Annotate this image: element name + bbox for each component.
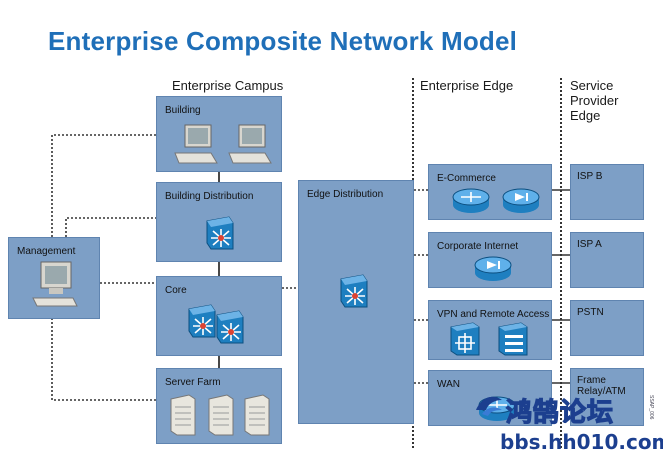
server-farm-label: Server Farm: [165, 377, 221, 388]
access-server-icon: [498, 322, 528, 356]
corporate-internet-label: Corporate Internet: [437, 241, 519, 252]
e-commerce-module[interactable]: E-Commerce: [428, 164, 552, 220]
watermark-chinese: 鸿鹄论坛: [505, 397, 615, 428]
diagram-title: Enterprise Composite Network Model: [48, 26, 518, 56]
workstation-icon: [174, 124, 218, 164]
multilayer-switch-icon: [188, 304, 216, 338]
firewall-icon: [502, 188, 540, 213]
firewall-icon: [474, 256, 512, 281]
multilayer-switch-icon: [340, 274, 368, 308]
vpn-concentrator-icon: [450, 322, 480, 356]
frame-relay-atm-module[interactable]: Frame Relay/ATM: [570, 368, 644, 426]
management-module[interactable]: Management: [8, 237, 100, 319]
column-header-provider-line: Service: [570, 78, 614, 93]
edge-distribution-label: Edge Distribution: [307, 189, 384, 200]
router-icon: [452, 188, 490, 213]
figure-code: SSAP_006: [648, 395, 654, 420]
isp-a-label: ISP A: [577, 239, 602, 250]
isp-b-module[interactable]: ISP B: [570, 164, 644, 220]
server-icon: [170, 394, 196, 436]
e-commerce-label: E-Commerce: [437, 173, 496, 184]
isp-a-module[interactable]: ISP A: [570, 232, 644, 288]
separator-edge-provider: [560, 78, 562, 448]
building-distribution-label: Building Distribution: [165, 191, 254, 202]
column-header-edge: Enterprise Edge: [420, 78, 514, 93]
pstn-module[interactable]: PSTN: [570, 300, 644, 356]
vpn-remote-access-label: VPN and Remote Access: [437, 309, 550, 320]
building-module[interactable]: Building: [156, 96, 282, 172]
workstation-icon: [228, 124, 272, 164]
core-label: Core: [165, 285, 187, 296]
column-header-provider-line: Provider: [570, 93, 619, 108]
column-header-campus: Enterprise Campus: [172, 78, 284, 93]
watermark-logo-icon: [476, 396, 502, 416]
workstation-icon: [32, 261, 78, 307]
column-header-provider: Service Provider Edge: [570, 78, 618, 123]
multilayer-switch-icon: [216, 310, 244, 344]
building-distribution-module[interactable]: Building Distribution: [156, 182, 282, 262]
column-header-provider-line: Edge: [570, 108, 601, 123]
wan-label: WAN: [437, 379, 460, 390]
server-farm-module[interactable]: Server Farm: [156, 368, 282, 444]
isp-b-label: ISP B: [577, 171, 603, 182]
corporate-internet-module[interactable]: Corporate Internet: [428, 232, 552, 288]
multilayer-switch-icon: [206, 216, 234, 250]
building-label: Building: [165, 105, 201, 116]
watermark-url: bbs.hh010.com: [500, 430, 663, 454]
core-module[interactable]: Core: [156, 276, 282, 356]
server-icon: [244, 394, 270, 436]
frame-relay-atm-label: Frame Relay/ATM: [577, 375, 626, 397]
management-label: Management: [17, 246, 76, 257]
edge-distribution-module[interactable]: Edge Distribution: [298, 180, 414, 424]
server-icon: [208, 394, 234, 436]
vpn-remote-access-module[interactable]: VPN and Remote Access: [428, 300, 552, 360]
pstn-label: PSTN: [577, 307, 604, 318]
